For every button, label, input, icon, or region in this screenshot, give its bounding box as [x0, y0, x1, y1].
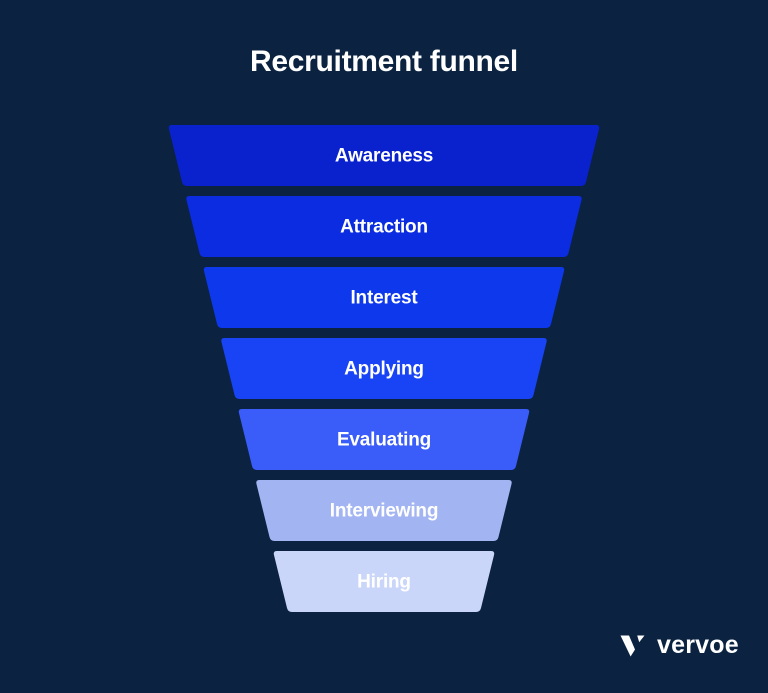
- funnel-band[interactable]: [273, 551, 495, 612]
- funnel-band[interactable]: [221, 338, 547, 399]
- page-title: Recruitment funnel: [250, 45, 518, 78]
- vervoe-logo: vervoe: [618, 630, 739, 660]
- funnel-band-label: Hiring: [357, 572, 411, 593]
- funnel-band-label: Interviewing: [330, 501, 438, 522]
- funnel-band[interactable]: [238, 409, 530, 470]
- funnel-band-label: Applying: [344, 359, 424, 380]
- funnel-band[interactable]: [168, 125, 600, 186]
- funnel-band-label: Awareness: [335, 146, 433, 167]
- funnel-band[interactable]: [203, 267, 565, 328]
- funnel-band-label: Interest: [350, 288, 418, 309]
- funnel-band[interactable]: [186, 196, 582, 257]
- funnel-svg: AwarenessAttractionInterestApplyingEvalu…: [168, 125, 600, 612]
- vervoe-logo-text: vervoe: [657, 630, 739, 659]
- vervoe-v-icon: [620, 635, 645, 657]
- funnel-band[interactable]: [256, 480, 512, 541]
- funnel-band-label: Evaluating: [337, 430, 431, 451]
- funnel-band-label: Attraction: [340, 217, 428, 238]
